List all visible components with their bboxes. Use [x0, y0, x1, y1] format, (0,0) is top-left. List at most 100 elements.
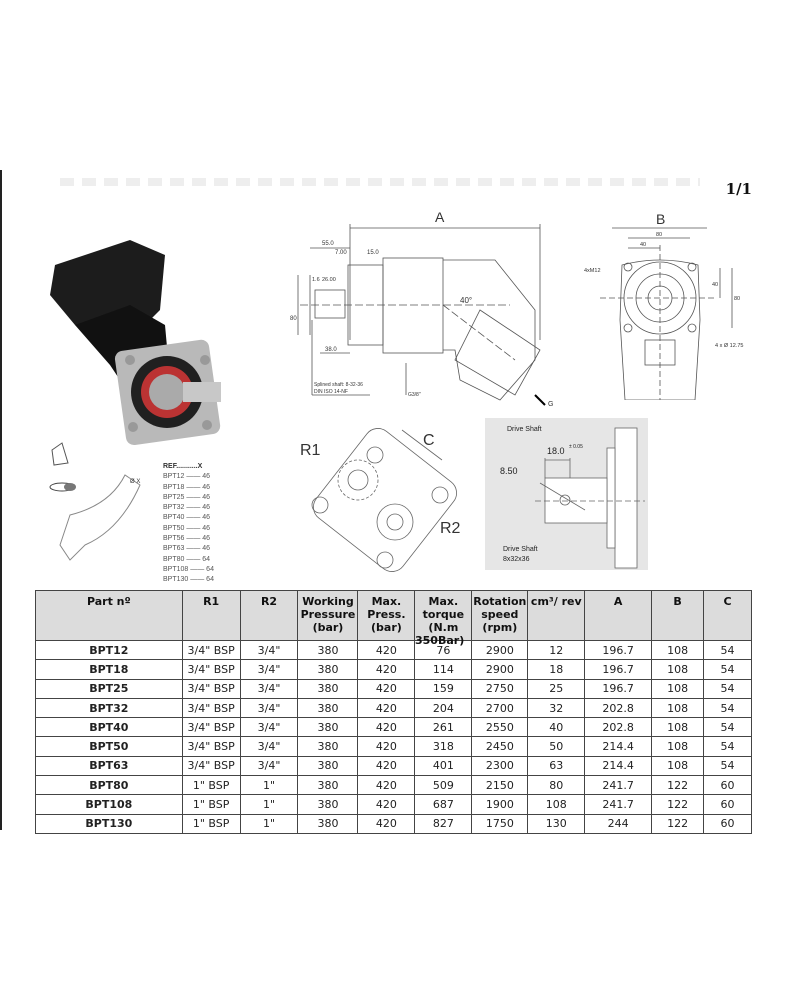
- table-cell: 202.8: [584, 717, 653, 738]
- table-cell: 108: [651, 639, 705, 661]
- table-cell: 108: [651, 678, 705, 699]
- r2-label: R2: [440, 520, 461, 537]
- part-number-cell: BPT130: [35, 813, 183, 834]
- table-cell: 1750: [471, 813, 529, 834]
- ref-item: BPT80 —— 64: [163, 555, 211, 563]
- part-number-cell: BPT25: [35, 678, 183, 699]
- table-cell: 54: [703, 697, 752, 719]
- dim-7: 7.00: [335, 250, 347, 256]
- table-cell: 196.7: [584, 678, 653, 699]
- page-number: 1/1: [725, 180, 752, 198]
- col-displacement: cm³/ rev: [527, 590, 586, 641]
- angle-label: 40°: [460, 296, 472, 305]
- torque-header-overflow: 350Bar): [415, 634, 465, 647]
- table-cell: 2300: [471, 755, 529, 777]
- table-cell: 3/4" BSP: [181, 736, 241, 757]
- dim-38: 38.0: [325, 347, 337, 353]
- drive-shaft-spec: 8x32x36: [503, 556, 530, 563]
- table-cell: 196.7: [584, 639, 653, 661]
- table-cell: 40: [527, 717, 586, 738]
- table-cell: 420: [357, 717, 416, 738]
- table-cell: 3/4": [239, 678, 299, 699]
- table-cell: 509: [414, 775, 473, 796]
- spline-standard: DIN ISO 14-NF: [314, 389, 348, 395]
- table-cell: 54: [703, 659, 752, 680]
- table-cell: 380: [297, 678, 359, 699]
- table-cell: 12: [527, 639, 586, 661]
- table-cell: 2900: [471, 639, 529, 661]
- drive-shaft-title: Drive Shaft: [507, 426, 542, 433]
- table-cell: 380: [297, 717, 359, 738]
- table-cell: 3/4" BSP: [181, 697, 241, 719]
- ref-item: BPT50 —— 46: [163, 524, 211, 532]
- faint-header-text: [60, 178, 700, 186]
- dim-80-h: 80: [656, 232, 662, 238]
- col-max-torque: Max. torque (N.m: [414, 590, 473, 641]
- ref-item: BPT108 —— 64: [163, 565, 214, 573]
- table-cell: 1": [239, 813, 299, 834]
- col-working-pressure: Working Pressure (bar): [297, 590, 359, 641]
- dim-26: 26.00: [322, 277, 336, 283]
- table-cell: 241.7: [584, 775, 653, 796]
- table-cell: 687: [414, 794, 473, 815]
- table-cell: 25: [527, 678, 586, 699]
- table-cell: 60: [703, 775, 752, 796]
- table-cell: 420: [357, 639, 416, 661]
- table-cell: 202.8: [584, 697, 653, 719]
- table-cell: 2750: [471, 678, 529, 699]
- table-cell: 380: [297, 755, 359, 777]
- col-part: Part nº: [35, 590, 183, 641]
- table-cell: 420: [357, 678, 416, 699]
- drive-shaft-panel: Drive Shaft 18.0 ± 0.05 8.50 Drive Shaft…: [485, 418, 648, 570]
- front-view-drawing: B 80 40 4xM12 40 80 4 x Ø 12.75: [584, 211, 743, 400]
- table-cell: 261: [414, 717, 473, 738]
- spline-note: Splined shaft: 8-32-36: [314, 382, 363, 388]
- table-cell: 3/4": [239, 659, 299, 680]
- dim-55: 55.0: [322, 241, 334, 247]
- table-cell: 380: [297, 813, 359, 834]
- fitting-dia-label: Ø X: [130, 479, 140, 485]
- table-cell: 60: [703, 794, 752, 815]
- table-cell: 3/4": [239, 736, 299, 757]
- dim-A: A: [435, 209, 445, 225]
- table-cell: 3/4": [239, 755, 299, 777]
- dim-B: B: [656, 211, 665, 227]
- dim-18: 18.0: [547, 446, 565, 456]
- table-cell: 214.4: [584, 736, 653, 757]
- table-cell: 420: [357, 736, 416, 757]
- table-cell: 3/4": [239, 717, 299, 738]
- ref-item: BPT12 —— 46: [163, 473, 211, 481]
- part-number-cell: BPT12: [35, 639, 183, 661]
- part-number-cell: BPT40: [35, 717, 183, 738]
- table-cell: 1" BSP: [181, 813, 241, 834]
- dim-80-v: 80: [734, 296, 740, 302]
- table-cell: 108: [651, 736, 705, 757]
- table-cell: 1": [239, 775, 299, 796]
- table-cell: 54: [703, 736, 752, 757]
- dim-18-tolerance: ± 0.05: [569, 444, 583, 450]
- table-cell: 2900: [471, 659, 529, 680]
- table-cell: 18: [527, 659, 586, 680]
- ref-item: BPT25 —— 46: [163, 493, 211, 501]
- table-cell: 54: [703, 717, 752, 738]
- ref-item: BPT40 —— 46: [163, 514, 211, 522]
- ref-header: REF...........X: [163, 463, 203, 470]
- table-cell: 420: [357, 775, 416, 796]
- dim-1-6: 1.6: [312, 277, 320, 283]
- table-cell: 2150: [471, 775, 529, 796]
- col-max-pressure: Max. Press. (bar): [357, 590, 416, 641]
- table-cell: 204: [414, 697, 473, 719]
- col-rotation-speed: Rotation speed (rpm): [471, 590, 529, 641]
- table-cell: 80: [527, 775, 586, 796]
- table-cell: 3/4" BSP: [181, 755, 241, 777]
- ref-item: BPT18 —— 46: [163, 483, 211, 491]
- ref-list: REF...........X BPT12 —— 46 BPT18 —— 46 …: [163, 462, 214, 586]
- table-cell: 380: [297, 697, 359, 719]
- table-cell: 122: [651, 813, 705, 834]
- table-cell: 827: [414, 813, 473, 834]
